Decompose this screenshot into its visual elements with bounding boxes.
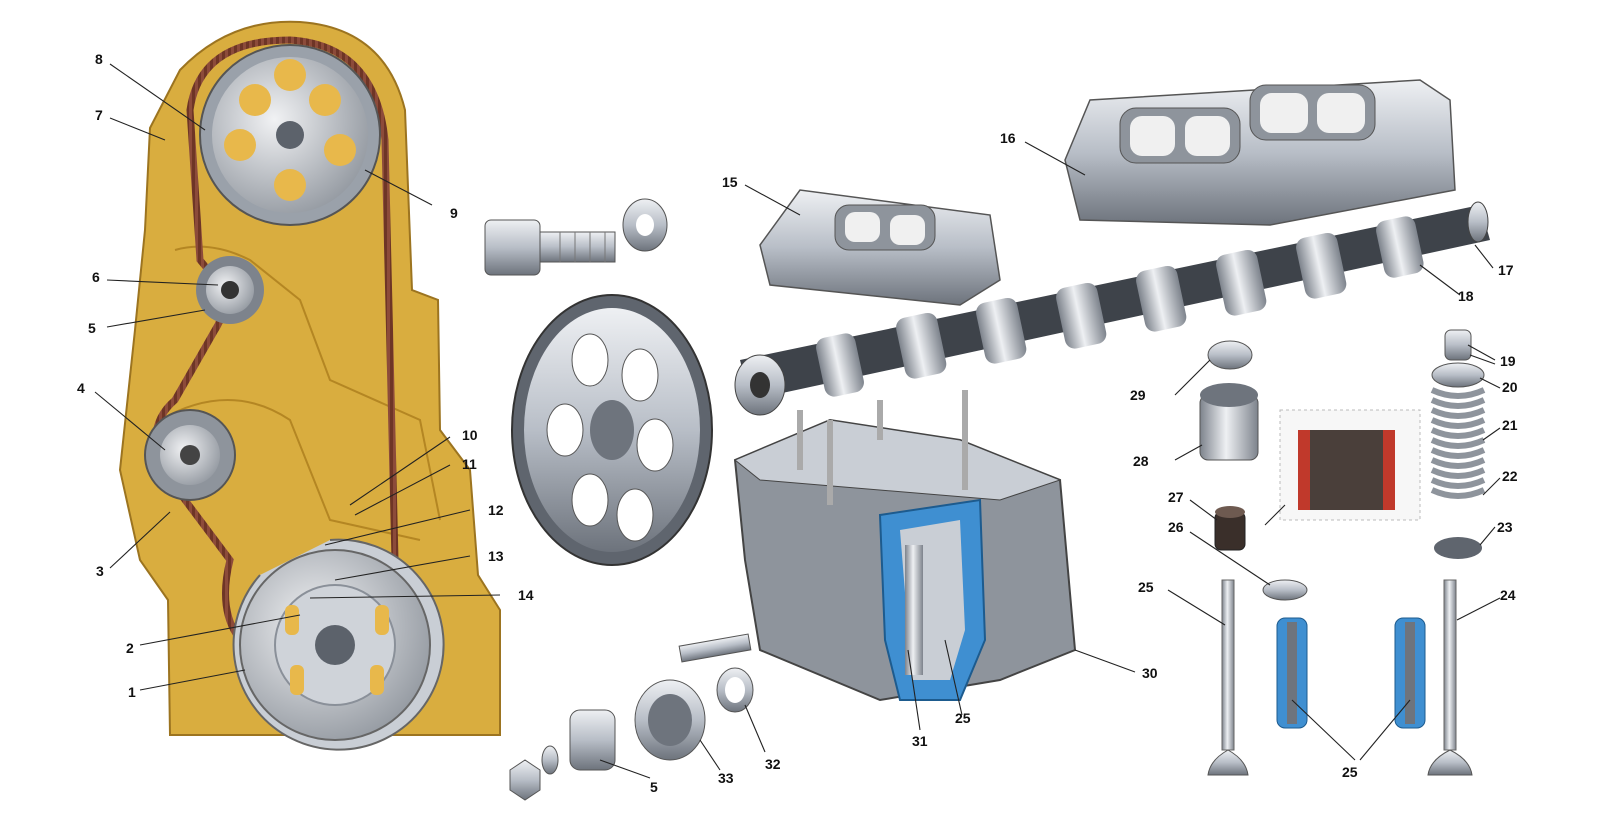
callout-20: 20 xyxy=(1502,379,1518,395)
seal-section-inset xyxy=(1279,409,1421,521)
shim xyxy=(1207,340,1253,370)
callout-15: 15 xyxy=(722,174,738,190)
camshaft xyxy=(734,201,1490,416)
callout-23: 23 xyxy=(1497,519,1513,535)
callout-6-bottom: 5 xyxy=(650,779,658,795)
callout-8: 8 xyxy=(95,51,103,67)
callout-13: 13 xyxy=(488,548,504,564)
tensioner-roller xyxy=(196,256,264,324)
valve-guides xyxy=(1276,617,1426,729)
callout-25-right: 25 xyxy=(1342,764,1358,780)
tappet xyxy=(1199,383,1259,461)
callout-27: 26 xyxy=(1168,519,1184,535)
callout-11: 11 xyxy=(462,456,477,472)
camshaft-bolt xyxy=(484,219,616,276)
callout-10: 10 xyxy=(462,427,478,443)
callout-33: 32 xyxy=(765,756,781,772)
callout-25-center: 25 xyxy=(955,710,971,726)
camshaft-gear-group xyxy=(484,198,713,566)
callout-28: 27 xyxy=(1168,489,1184,505)
cylinder-head xyxy=(678,390,1077,702)
callout-30: 29 xyxy=(1130,387,1146,403)
bearing-cap-15 xyxy=(759,189,1001,306)
exhaust-valve xyxy=(1427,579,1473,776)
callout-7: 7 xyxy=(95,107,103,123)
callout-31: 30 xyxy=(1142,665,1158,681)
callout-19: 19 xyxy=(1500,353,1516,369)
timing-cover-inner-rib xyxy=(174,245,441,521)
intermediate-pulley xyxy=(144,409,236,501)
callout-21: 21 xyxy=(1502,417,1518,433)
valve-stem-seal xyxy=(1214,506,1246,551)
callout-17: 17 xyxy=(1498,262,1514,278)
bottom-small-parts xyxy=(509,667,754,801)
callout-2: 2 xyxy=(126,640,134,656)
callout-4: 4 xyxy=(77,380,85,396)
callout-22: 22 xyxy=(1502,468,1518,484)
callout-5-bottom: 33 xyxy=(718,770,734,786)
callout-29: 28 xyxy=(1133,453,1149,469)
callout-1: 1 xyxy=(128,684,136,700)
callout-3: 3 xyxy=(96,563,104,579)
callout-26: 25 xyxy=(1138,579,1154,595)
callout-9: 9 xyxy=(450,205,458,221)
valve-components xyxy=(1199,329,1486,776)
valve-keepers-spring-retainer xyxy=(1430,329,1486,559)
washer-hole xyxy=(636,214,654,236)
camshaft-gear xyxy=(511,294,713,566)
callout-16: 16 xyxy=(1000,130,1016,146)
camshaft-pulley xyxy=(199,44,381,226)
washer-27 xyxy=(1262,579,1308,601)
crankshaft-pulley xyxy=(232,538,445,751)
callout-18: 18 xyxy=(1458,288,1474,304)
callout-labels: 8 7 9 6 5 4 3 10 11 12 13 14 2 1 15 16 1… xyxy=(77,51,1518,795)
timing-cover xyxy=(118,20,501,736)
callout-6: 6 xyxy=(92,269,100,285)
callout-32: 31 xyxy=(912,733,928,749)
callout-5: 5 xyxy=(88,320,96,336)
intake-valve xyxy=(1207,579,1249,776)
callout-24: 24 xyxy=(1500,587,1516,603)
timing-cover-assembly xyxy=(118,20,501,751)
callout-14: 14 xyxy=(518,587,534,603)
leader-lines xyxy=(94,63,1501,779)
callout-12: 12 xyxy=(488,502,504,518)
bearing-cap-16 xyxy=(1064,79,1456,226)
